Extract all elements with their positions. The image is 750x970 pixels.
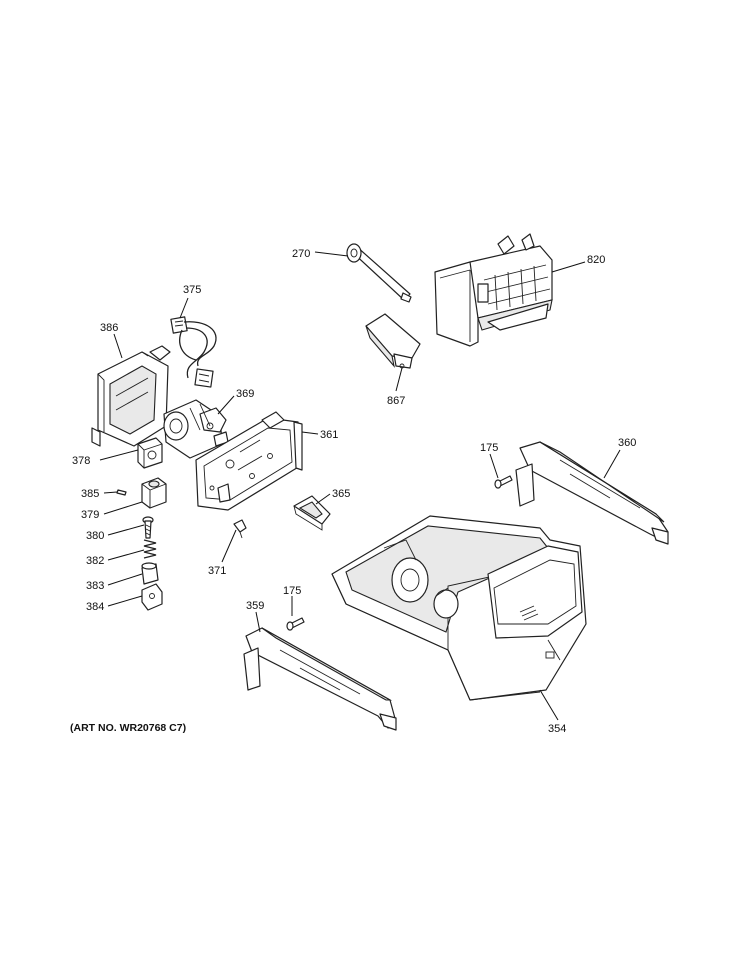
part-371-screw[interactable] [233,519,247,539]
callout-labels: 270 820 375 386 867 369 361 378 175 360 … [72,248,636,735]
part-369-motor[interactable] [163,399,229,459]
part-375-wire-harness[interactable] [170,316,217,388]
part-360-rail[interactable] [515,441,669,545]
callout-361: 361 [320,429,338,441]
callout-820: 820 [587,254,605,266]
part-354-ice-bucket[interactable] [331,515,587,701]
callout-175-upper: 175 [480,442,498,454]
callout-375: 375 [183,284,201,296]
part-382-spring[interactable] [143,539,157,559]
part-820-ice-maker[interactable] [434,233,553,347]
callout-384: 384 [86,601,104,613]
callout-383: 383 [86,580,104,592]
part-386-housing[interactable] [91,345,171,447]
callout-371: 371 [208,565,226,577]
callout-270: 270 [292,248,310,260]
callout-386: 386 [100,322,118,334]
part-365-clip[interactable] [293,495,331,531]
leader-lines [99,251,621,721]
callout-365: 365 [332,488,350,500]
part-175-screw-upper[interactable] [494,475,513,489]
callout-354: 354 [548,723,566,735]
part-270-fill-tube[interactable] [346,243,412,303]
part-383-sleeve[interactable] [141,562,159,585]
art-number-note: (ART NO. WR20768 C7) [70,722,187,734]
part-384-clip[interactable] [141,583,163,611]
part-380-screw[interactable] [142,516,154,539]
callout-380: 380 [86,530,104,542]
callout-175-lower: 175 [283,585,301,597]
callout-867: 867 [387,395,405,407]
callout-378: 378 [72,455,90,467]
part-379-cap[interactable] [141,477,167,509]
callout-382: 382 [86,555,104,567]
part-359-rail[interactable] [243,627,397,731]
part-385-pin[interactable] [116,489,127,496]
callout-385: 385 [81,488,99,500]
part-361-bracket[interactable] [195,411,303,511]
part-867-chute[interactable] [365,313,421,369]
callout-369: 369 [236,388,254,400]
callout-379: 379 [81,509,99,521]
part-175-screw-lower[interactable] [286,617,305,631]
callout-359: 359 [246,600,264,612]
callout-360: 360 [618,437,636,449]
part-378-solenoid[interactable] [137,437,163,469]
